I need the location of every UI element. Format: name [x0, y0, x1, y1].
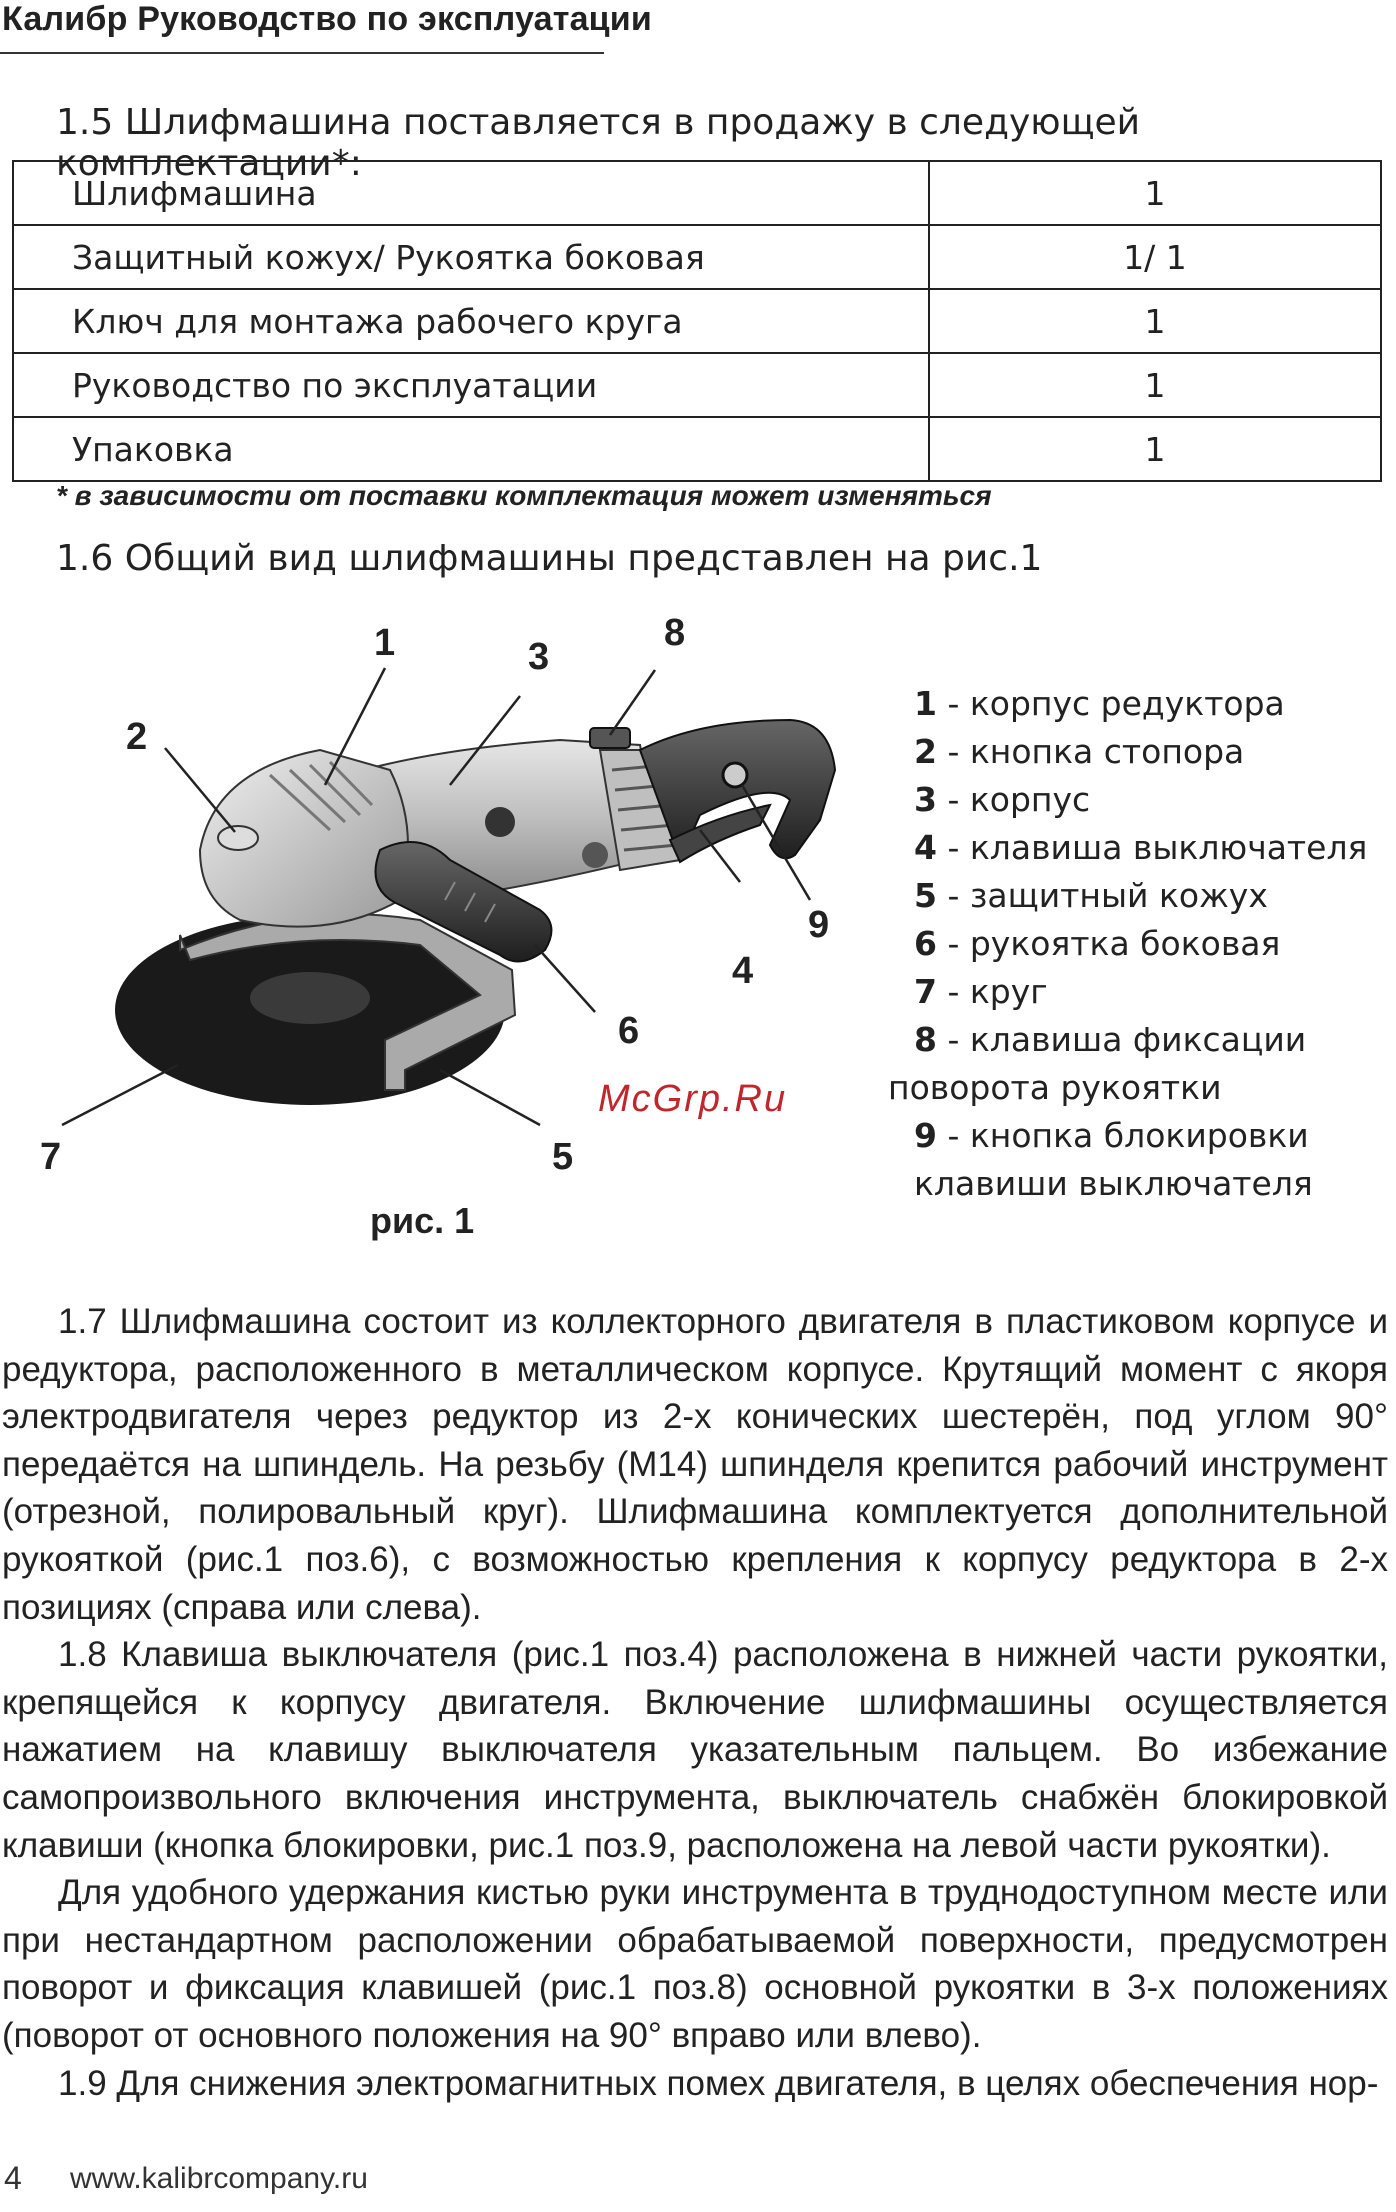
table-cell-item: Руководство по эксплуатации — [12, 352, 930, 418]
callout-3: 3 — [528, 636, 550, 678]
page-number: 4 — [4, 2160, 22, 2196]
body-text: 1.7 Шлифмашина состоит из коллекторного … — [2, 1298, 1388, 2107]
legend-item: 5 - защитный кожух — [914, 876, 1268, 915]
header-divider — [0, 52, 604, 54]
footer-url[interactable]: www.kalibrcompany.ru — [70, 2162, 368, 2195]
table-cell-qty: 1 — [928, 288, 1382, 354]
watermark: McGrp.Ru — [598, 1078, 788, 1120]
paragraph-1-7: 1.7 Шлифмашина состоит из коллекторного … — [2, 1302, 1388, 1627]
paragraph-1-9: 1.9 Для снижения электромагнитных помех … — [58, 2063, 1379, 2103]
kit-footnote: * в зависимости от поставки комплектация… — [56, 480, 992, 511]
section-1-6-heading: 1.6 Общий вид шлифмашины представлен на … — [56, 538, 1043, 579]
table-row: Руководство по эксплуатации 1 — [12, 352, 1382, 418]
table-cell-qty: 1/ 1 — [928, 224, 1382, 290]
figure-caption: рис. 1 — [370, 1200, 475, 1241]
table-row: Защитный кожух/ Рукоятка боковая 1/ 1 — [12, 224, 1382, 290]
callout-8: 8 — [664, 612, 686, 654]
side-handle — [374, 841, 553, 963]
table-cell-item: Упаковка — [12, 416, 930, 482]
angle-grinder-illustration — [61, 667, 837, 1127]
rotation-lock-button — [589, 727, 631, 749]
legend-item: 3 - корпус — [914, 780, 1091, 819]
table-row: Упаковка 1 — [12, 416, 1382, 482]
callout-5: 5 — [552, 1136, 574, 1178]
figure-legend: 1 - корпус редуктора 2 - кнопка стопора … — [888, 680, 1368, 1208]
table-cell-item: Шлифмашина — [12, 160, 930, 226]
table-cell-qty: 1 — [928, 416, 1382, 482]
spindle-lock-button — [217, 825, 259, 851]
table-row: Шлифмашина 1 — [12, 160, 1382, 226]
legend-item: 6 - рукоятка боковая — [914, 924, 1281, 963]
legend-item: 4 - клавиша выключателя — [914, 828, 1368, 867]
paragraph-handle-rotation: Для удобного удержания кистью руки инстр… — [2, 1873, 1388, 2055]
rear-handle — [638, 718, 837, 863]
switch-lever — [668, 803, 772, 864]
table-cell-qty: 1 — [928, 160, 1382, 226]
table-cell-item: Защитный кожух/ Рукоятка боковая — [12, 224, 930, 290]
switch-lock-button — [721, 761, 749, 789]
callout-6: 6 — [618, 1010, 640, 1052]
legend-item: 2 - кнопка стопора — [914, 732, 1245, 771]
callout-2: 2 — [126, 716, 148, 758]
callout-7: 7 — [40, 1136, 62, 1178]
table-row: Ключ для монтажа рабочего круга 1 — [12, 288, 1382, 354]
table-cell-item: Ключ для монтажа рабочего круга — [12, 288, 930, 354]
kit-table: Шлифмашина 1 Защитный кожух/ Рукоятка бо… — [12, 160, 1382, 482]
callout-9: 9 — [808, 904, 830, 946]
legend-item: 1 - корпус редуктора — [914, 684, 1285, 723]
legend-item: 8 - клавиша фиксации поворота рукоятки — [888, 1020, 1307, 1107]
legend-item: 9 - кнопка блокировки клавиши выключател… — [914, 1116, 1313, 1203]
legend-item: 7 - круг — [914, 972, 1048, 1011]
paragraph-1-8: 1.8 Клавиша выключателя (рис.1 поз.4) ра… — [2, 1635, 1388, 1865]
header-title: Калибр Руководство по эксплуатации — [2, 0, 652, 38]
callout-1: 1 — [374, 622, 396, 664]
callout-4: 4 — [732, 950, 754, 992]
kalibr-logo — [485, 807, 515, 837]
table-cell-qty: 1 — [928, 352, 1382, 418]
